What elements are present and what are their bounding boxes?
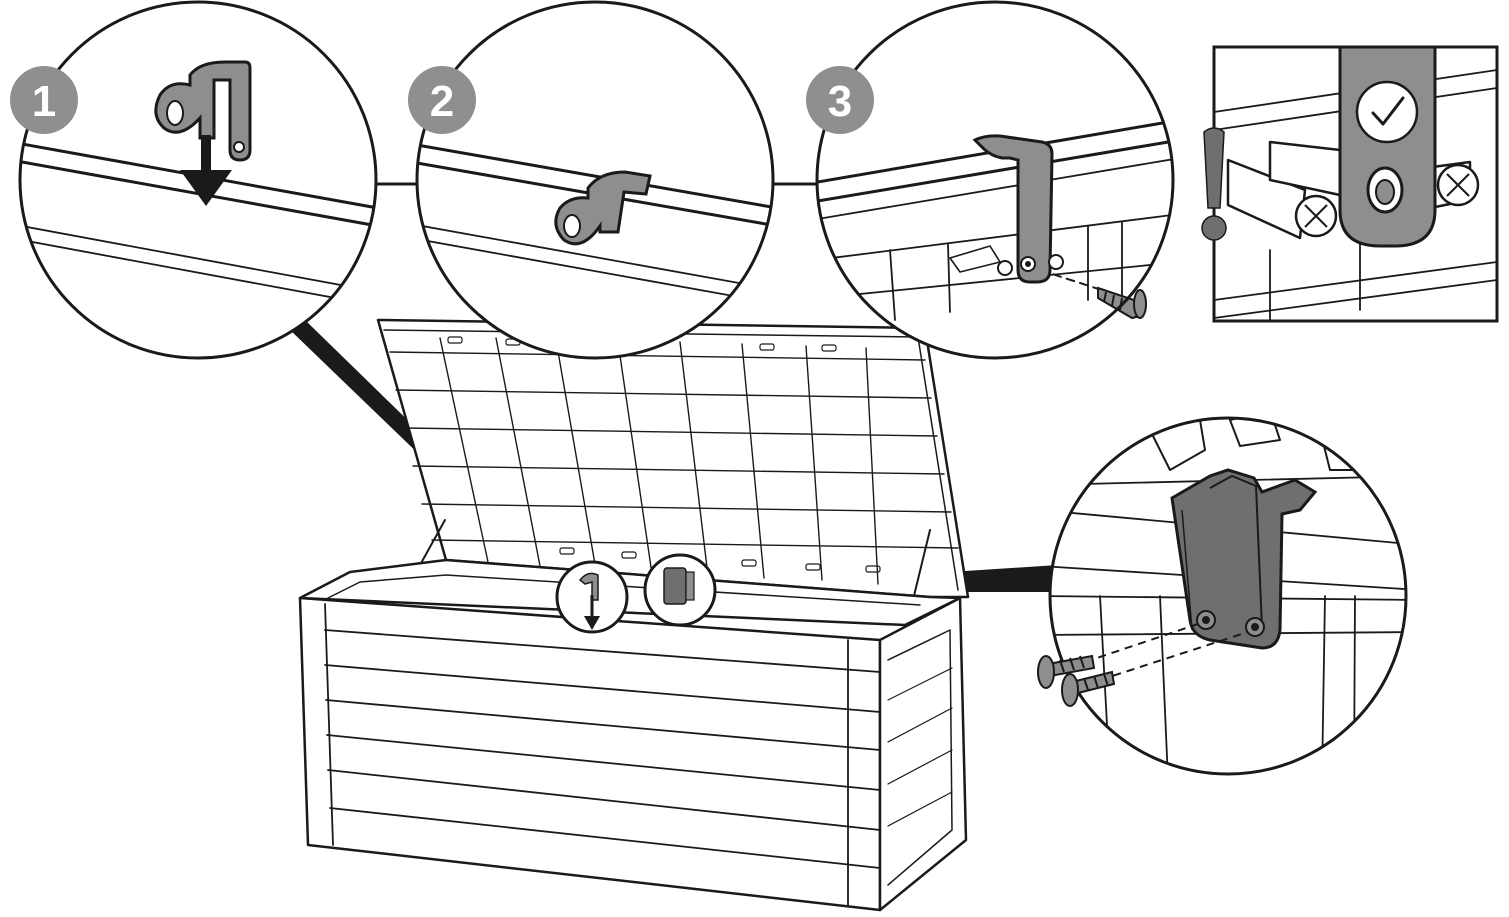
latch-part-1 [154,60,252,162]
step-label-3: 3 [828,77,852,126]
lid-ribs [389,337,959,585]
step-2-panel [415,0,775,360]
checkmark-icon [1355,80,1419,144]
step-1-panel [18,0,378,360]
crossed-circle-icon [1304,173,1470,228]
step-label-2: 2 [430,77,454,126]
step-badge-3: 3 [806,66,874,134]
chest-side [878,596,968,912]
latch-callout [555,560,629,634]
step-label-1: 1 [32,77,56,126]
latch-part-3 [972,134,1064,284]
down-arrow-icon [180,170,232,206]
hinge-callout [643,553,717,627]
step-3-panel [815,0,1175,360]
exclamation-icon [1201,127,1227,241]
storage-chest [298,318,970,912]
step-badge-1: 1 [10,66,78,134]
screw-pair-icon [1037,654,1116,707]
step-badge-2: 2 [408,66,476,134]
detail-box [1212,45,1499,323]
chest-front [298,596,882,912]
hinge-bracket [1170,468,1318,650]
latch-plate [1338,45,1437,248]
hinge-detail-panel [1048,416,1408,776]
latch-part-2 [554,170,652,246]
